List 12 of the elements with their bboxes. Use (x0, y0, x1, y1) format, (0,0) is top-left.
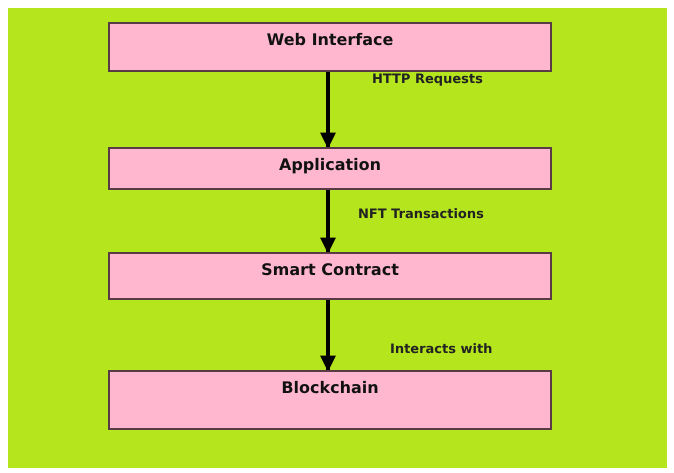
process-box (108, 22, 552, 72)
box-label: Web Interface (266, 30, 394, 49)
process-box (108, 370, 552, 430)
box-label: Application (278, 155, 382, 174)
edge-label: HTTP Requests (372, 72, 483, 87)
process-box (108, 252, 552, 300)
arrow (320, 300, 336, 372)
arrow (320, 72, 336, 149)
box-label: Blockchain (280, 378, 380, 397)
process-box (108, 147, 552, 190)
arrow (320, 190, 336, 254)
box-label: Smart Contract (260, 260, 400, 279)
